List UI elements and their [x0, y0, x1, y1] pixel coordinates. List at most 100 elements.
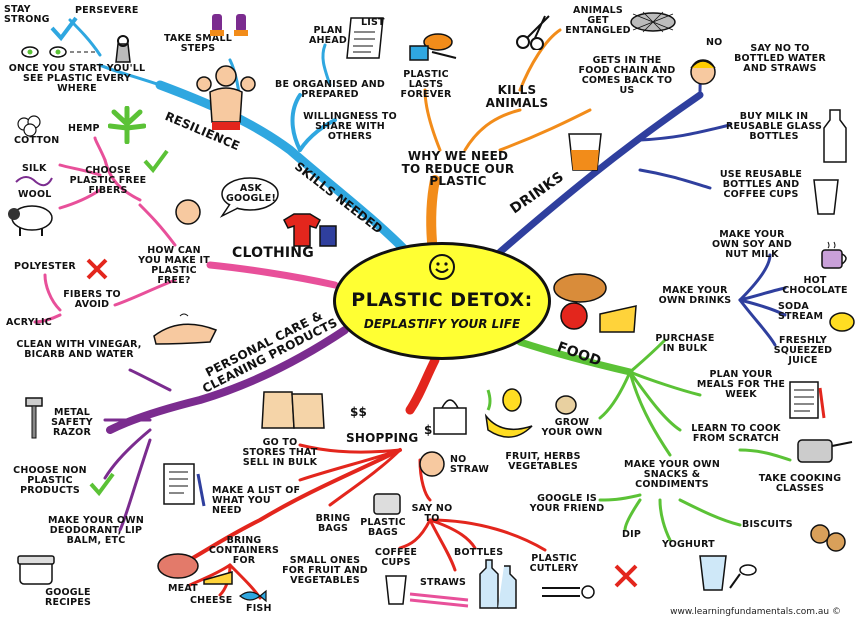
fish-label: FISH	[246, 603, 272, 614]
scissors-icon	[516, 15, 550, 50]
wool-label: WOOL	[18, 189, 52, 200]
bring-bags-label: BRING BAGS	[315, 513, 351, 534]
drinking-glass-icon	[568, 133, 602, 171]
grow-own-label: GROW YOUR OWN	[541, 417, 603, 438]
bring-containers-label: BRING CONTAINERS FOR	[208, 535, 280, 566]
cooking-classes-label: TAKE COOKING CLASSES	[758, 473, 842, 494]
bulk-stores-label: GO TO STORES THAT SELL IN BULK	[242, 437, 318, 468]
silk-thread-icon	[15, 176, 53, 187]
meat-icon	[157, 553, 199, 579]
non-plastic-products-label: CHOOSE NON PLASTIC PRODUCTS	[13, 465, 87, 496]
meat-label: MEAT	[168, 583, 198, 594]
speech-bubble-icon	[219, 177, 279, 218]
fruit-herbs-label: FRUIT, HERBS VEGETABLES	[505, 451, 581, 472]
make-own-drinks-label: MAKE YOUR OWN DRINKS	[658, 285, 732, 306]
chocolate-mug-icon	[821, 241, 847, 269]
say-no-bottled-label: SAY NO TO BOTTLED WATER AND STRAWS	[734, 43, 826, 74]
once-you-start-label: ONCE YOU START YOU'LL SEE PLASTIC EVERY …	[8, 63, 146, 94]
coffee-cup-icon	[385, 575, 407, 605]
reusable-cup-icon	[813, 179, 839, 215]
straws-icon	[409, 592, 469, 608]
soda-stream-label: SODA STREAM	[778, 301, 824, 322]
metal-razor-label: METAL SAFETY RAZOR	[51, 407, 93, 438]
purchase-bulk-label: PURCHASE IN BULK	[655, 333, 715, 354]
clothes-icon	[283, 213, 337, 247]
food-chain-label: GETS IN THE FOOD CHAIN AND COMES BACK TO…	[578, 55, 676, 96]
shopping-list-icon	[163, 463, 206, 507]
sheep-icon	[8, 205, 53, 236]
meal-plan-icon	[789, 381, 826, 419]
branch-shopping: SHOPPING	[346, 431, 419, 445]
strongman-icon	[196, 65, 256, 130]
plastic-lasts-forever-label: PLASTIC LASTS FOREVER	[400, 69, 452, 100]
footer-credit: www.learningfundamentals.com.au ©	[670, 607, 841, 617]
plastic-items-icon	[409, 33, 457, 61]
plastic-cutlery-label: PLASTIC CUTLERY	[529, 553, 579, 574]
cutlery-icon	[542, 585, 595, 599]
razor-icon	[25, 397, 43, 439]
plastic-free-fibers-label: CHOOSE PLASTIC FREE FIBERS	[69, 165, 147, 196]
willingness-to-share-label: WILLINGNESS TO SHARE WITH OTHERS	[303, 111, 397, 142]
cotton-label: COTTON	[14, 135, 60, 146]
plan-meals-label: PLAN YOUR MEALS FOR THE WEEK	[696, 369, 786, 400]
fruit-veg-icon	[484, 388, 533, 438]
polyester-label: POLYESTER	[14, 261, 76, 272]
onion-icon	[555, 395, 577, 415]
weight-icon	[115, 35, 131, 63]
cheese-label: CHEESE	[190, 595, 233, 606]
clean-vinegar-label: CLEAN WITH VINEGAR, BICARB AND WATER	[16, 339, 142, 360]
biscuits-label: BISCUITS	[742, 519, 793, 530]
snacks-condiments-label: MAKE YOUR OWN SNACKS & CONDIMENTS	[623, 459, 721, 490]
list-note-icon	[346, 17, 384, 59]
say-no-to-label: SAY NO TO	[411, 503, 453, 524]
biscuits-icon	[810, 524, 846, 552]
cheese-icon	[203, 571, 233, 585]
hemp-leaf-icon	[108, 106, 146, 144]
cooking-pot-icon	[797, 439, 853, 463]
acrylic-label: ACRYLIC	[6, 317, 52, 328]
branch-clothing: CLOTHING	[232, 245, 314, 261]
no-label: NO	[706, 37, 723, 48]
hot-chocolate-label: HOT CHOCOLATE	[782, 275, 848, 296]
person-no-icon	[690, 59, 716, 85]
straws-label: STRAWS	[420, 577, 467, 588]
lemon-icon	[829, 312, 855, 332]
yoghurt-label: YOGHURT	[662, 539, 715, 550]
cook-scratch-label: LEARN TO COOK FROM SCRATCH	[691, 423, 781, 444]
use-reusable-label: USE REUSABLE BOTTLES AND COFFEE CUPS	[719, 169, 803, 200]
red-cross-icon	[614, 564, 638, 588]
green-checkmark-icon	[89, 472, 115, 497]
list-note-label: LIST	[361, 17, 385, 28]
bottles-label: BOTTLES	[454, 547, 504, 558]
central-title: PLASTIC DETOX:	[351, 289, 533, 311]
dollar-label: $	[424, 423, 433, 437]
footsteps-icon	[210, 14, 248, 36]
persevere-label: PERSEVERE	[75, 5, 139, 16]
food-group-icon	[553, 273, 637, 333]
fibers-avoid-label: FIBERS TO AVOID	[63, 289, 121, 310]
kills-animals-label: KILLS ANIMALS	[485, 83, 549, 110]
branch-why-reduce: WHY WE NEED TO REDUCE OUR PLASTIC	[401, 149, 515, 189]
fibers-cross-icon	[86, 258, 108, 280]
make-list-label: MAKE A LIST OF WHAT YOU NEED	[212, 485, 301, 516]
thinking-person-icon	[175, 199, 201, 225]
animals-entangled-label: ANIMALS GET ENTANGLED	[565, 5, 631, 36]
fish-icon	[239, 589, 267, 603]
water-bottles-icon	[479, 559, 517, 609]
hemp-label: HEMP	[68, 123, 100, 134]
make-deodorant-label: MAKE YOUR OWN DEODORANT, LIP BALM, ETC	[47, 515, 145, 546]
dollars-label: $$	[350, 405, 368, 419]
milk-bottle-icon	[823, 109, 847, 163]
how-plastic-free-label: HOW CAN YOU MAKE IT PLASTIC FREE?	[138, 245, 210, 286]
take-small-steps-label: TAKE SMALL STEPS	[163, 33, 232, 54]
buy-milk-label: BUY MILK IN REUSABLE GLASS BOTTLES	[725, 111, 823, 142]
checkmark-icon	[50, 16, 78, 42]
soy-nut-milk-label: MAKE YOUR OWN SOY AND NUT MILK	[712, 229, 792, 260]
no-straw-label: NO STRAW	[450, 454, 490, 475]
small-ones-label: SMALL ONES FOR FRUIT AND VEGETABLES	[282, 555, 368, 586]
silk-label: SILK	[22, 163, 47, 174]
seal-in-net-icon	[630, 11, 676, 33]
google-friend-label: GOOGLE IS YOUR FRIEND	[529, 493, 605, 514]
